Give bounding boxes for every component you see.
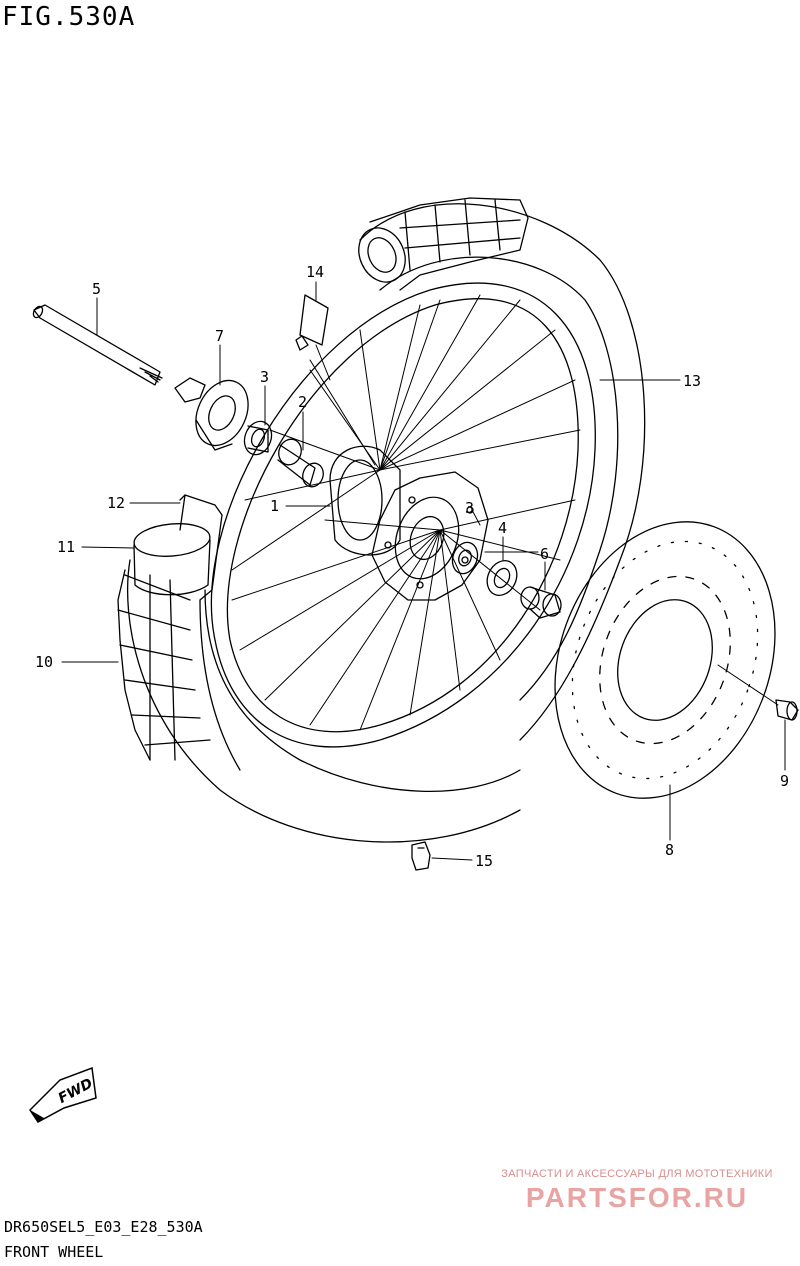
- disc-bolt: [775, 699, 799, 721]
- callout-12: 12: [107, 494, 125, 512]
- callout-10: 10: [35, 653, 53, 671]
- fwd-label: FWD: [56, 1076, 96, 1107]
- hub: [329, 445, 489, 601]
- collar: [520, 586, 562, 619]
- spokes: [231, 294, 581, 731]
- rim-band: [295, 294, 329, 351]
- callout-15: 15: [475, 852, 493, 870]
- watermark-brand: PARTSFOR.RU: [525, 1182, 749, 1213]
- bearing-left: [243, 420, 273, 456]
- callout-11: 11: [57, 538, 75, 556]
- rim-outline: [210, 282, 596, 748]
- figure-title: FIG.530A: [2, 2, 136, 32]
- bearing-right: [486, 559, 518, 597]
- callout-3b: 3: [465, 499, 474, 517]
- tire-tread-top: [358, 197, 529, 291]
- rim-flap: [179, 494, 223, 601]
- speedometer-gearbox: [174, 377, 249, 451]
- tire-tread-left: [117, 569, 211, 761]
- callout-numbers: 1 2 3 3 4 5 6 7 8 9 10 11 12 13 14 15: [35, 263, 789, 870]
- spacer: [277, 438, 324, 488]
- fwd-arrow-icon: FWD: [29, 1066, 97, 1123]
- callout-4: 4: [498, 519, 507, 537]
- bearing-center: [451, 541, 479, 575]
- callout-14: 14: [306, 263, 324, 281]
- callout-13: 13: [683, 372, 701, 390]
- watermark: ЗАПЧАСТИ И АКСЕССУАРЫ ДЛЯ МОТОТЕХНИКИ PA…: [478, 1168, 796, 1214]
- callout-7: 7: [215, 327, 224, 345]
- watermark-tagline: ЗАПЧАСТИ И АКСЕССУАРЫ ДЛЯ МОТОТЕХНИКИ: [501, 1168, 773, 1180]
- callout-8: 8: [665, 841, 674, 859]
- tire-outline: [127, 203, 646, 843]
- callout-9: 9: [780, 772, 789, 790]
- callout-2: 2: [298, 393, 307, 411]
- leader-lines: [61, 281, 786, 861]
- callout-5: 5: [92, 280, 101, 298]
- valve-cap: [411, 841, 431, 871]
- diagram-code: DR650SEL5_E03_E28_530A: [4, 1218, 203, 1236]
- axle: [32, 304, 163, 386]
- inner-tube: [133, 523, 211, 596]
- callout-3: 3: [260, 368, 269, 386]
- diagram-name: FRONT WHEEL: [4, 1243, 104, 1261]
- callout-6: 6: [540, 545, 549, 563]
- callout-1: 1: [270, 497, 279, 515]
